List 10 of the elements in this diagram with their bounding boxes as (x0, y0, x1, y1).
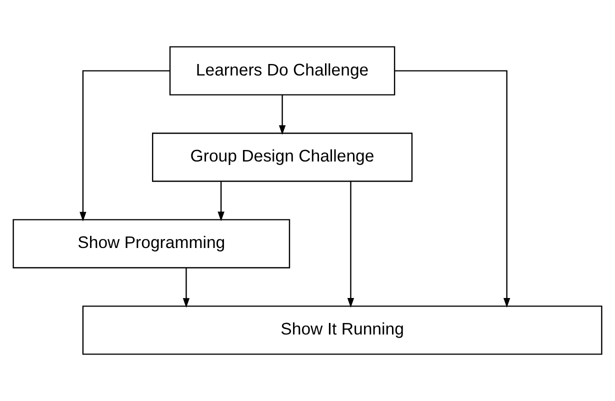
arrow (347, 181, 354, 308)
node-box: Group Design Challenge (152, 132, 413, 182)
arrow (278, 94, 286, 135)
node-box: Show Programming (12, 219, 290, 268)
arrow (394, 70, 510, 308)
arrow (218, 181, 224, 222)
node-box: Learners Do Challenge (169, 46, 396, 96)
arrow (182, 268, 190, 308)
arrow (80, 70, 170, 222)
node-box: Show It Running (82, 306, 602, 355)
